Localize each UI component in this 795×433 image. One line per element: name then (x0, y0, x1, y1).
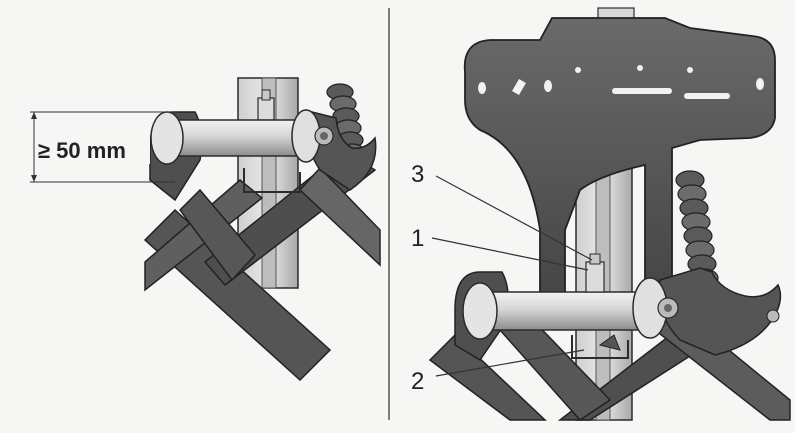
callout-label-2: 2 (411, 368, 424, 395)
callout-label-3: 3 (411, 161, 424, 188)
left-bolt (257, 97, 275, 121)
callout-leader-2 (435, 349, 585, 377)
dimension-marker (30, 111, 175, 183)
left-clip (243, 168, 301, 193)
right-rod (477, 291, 649, 331)
left-scissor-bar (298, 166, 381, 267)
right-panel-detail: 3 1 2 (411, 7, 791, 421)
callout-leader-3 (435, 175, 593, 261)
right-mounting-plate (463, 17, 776, 301)
callout-leader-1 (431, 237, 589, 271)
left-scissor-bar (179, 188, 257, 282)
right-clip (571, 335, 629, 359)
left-rod (164, 119, 306, 157)
plate-holes (478, 65, 764, 99)
right-bolt (585, 261, 605, 293)
callout-label-1: 1 (411, 225, 424, 252)
dimension-label: ≥ 50 mm (38, 138, 126, 163)
right-scissor-bar (428, 333, 547, 421)
left-panel-detail: ≥ 50 mm (30, 77, 381, 382)
right-hook-plate (658, 267, 782, 356)
